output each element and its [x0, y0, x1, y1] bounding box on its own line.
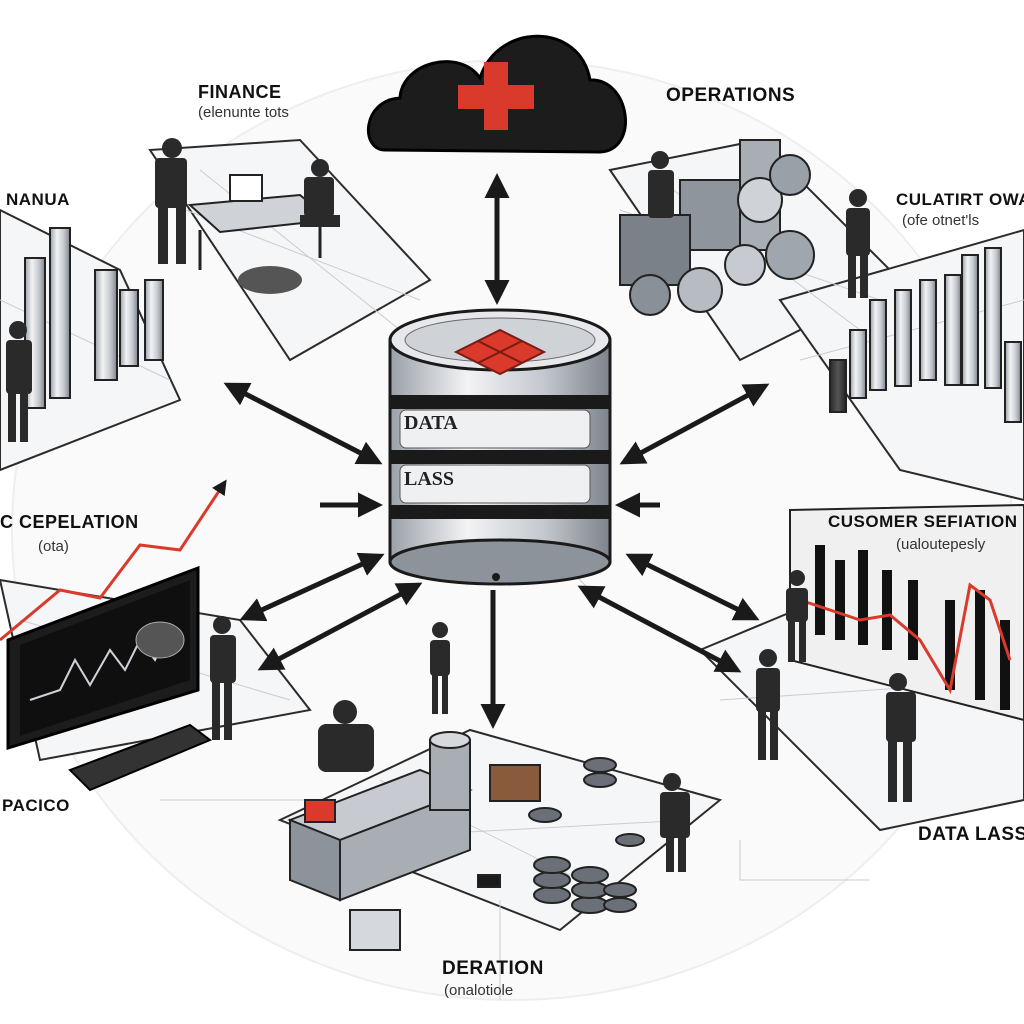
database-label-2: LASS — [404, 468, 455, 490]
arrow-upper-right — [619, 383, 770, 465]
cloud-icon — [366, 34, 627, 154]
arrows — [223, 173, 770, 729]
database-red-cube — [453, 328, 547, 376]
operations-machinery — [619, 139, 815, 316]
person-customer-1 — [786, 570, 808, 662]
person-customer-3 — [886, 673, 916, 802]
label-deration: DERATION — [442, 958, 544, 979]
database-label-1: DATA — [404, 412, 458, 434]
label-finance: FINANCE — [198, 82, 282, 102]
person-deration-3 — [660, 773, 690, 872]
person-deration-1 — [318, 700, 374, 772]
sublabel-cepelation: (ota) — [38, 538, 69, 555]
finance-scene — [155, 138, 340, 294]
person-nanua — [6, 321, 32, 442]
cultiry-bars — [829, 189, 1022, 423]
label-nanua: NANUA — [6, 190, 70, 209]
sublabel-finance: (elenunte tots — [198, 104, 289, 121]
nanua-bars — [6, 227, 164, 442]
person-finance-2 — [300, 159, 340, 227]
arrow-lower-right-2 — [577, 585, 742, 673]
deration-scene — [287, 622, 690, 951]
database-icon — [388, 308, 612, 586]
monitor-icon — [6, 565, 200, 751]
arrow-lower-left-2 — [257, 582, 423, 671]
label-operations: OPERATIONS — [666, 85, 796, 106]
person-operations — [648, 151, 674, 218]
person-cultiry — [846, 189, 870, 298]
person-customer-2 — [756, 649, 780, 760]
label-customer: CUSOMER SEFIATION — [828, 512, 1018, 531]
person-finance-1 — [155, 138, 187, 264]
sublabel-cultiry: (ofe otnet'ls — [902, 212, 980, 229]
red-trend-line-left — [0, 479, 227, 642]
label-datalass: DATA LASS — [918, 824, 1024, 845]
label-cepelation: C CEPELATION — [0, 512, 139, 532]
red-cross-icon — [458, 62, 534, 130]
keyboard-icon — [68, 723, 212, 792]
sublabel-customer: (ualoutepesly — [896, 536, 986, 553]
customer-chart — [756, 503, 1024, 802]
arrow-upper-left — [223, 382, 383, 465]
person-cepelation — [210, 616, 236, 740]
sublabel-deration: (onalotiole — [444, 982, 514, 999]
label-cultiry: CULATIRT OWAL — [896, 190, 1024, 209]
person-deration-2 — [430, 622, 450, 714]
label-pacico: PACICO — [2, 796, 70, 815]
